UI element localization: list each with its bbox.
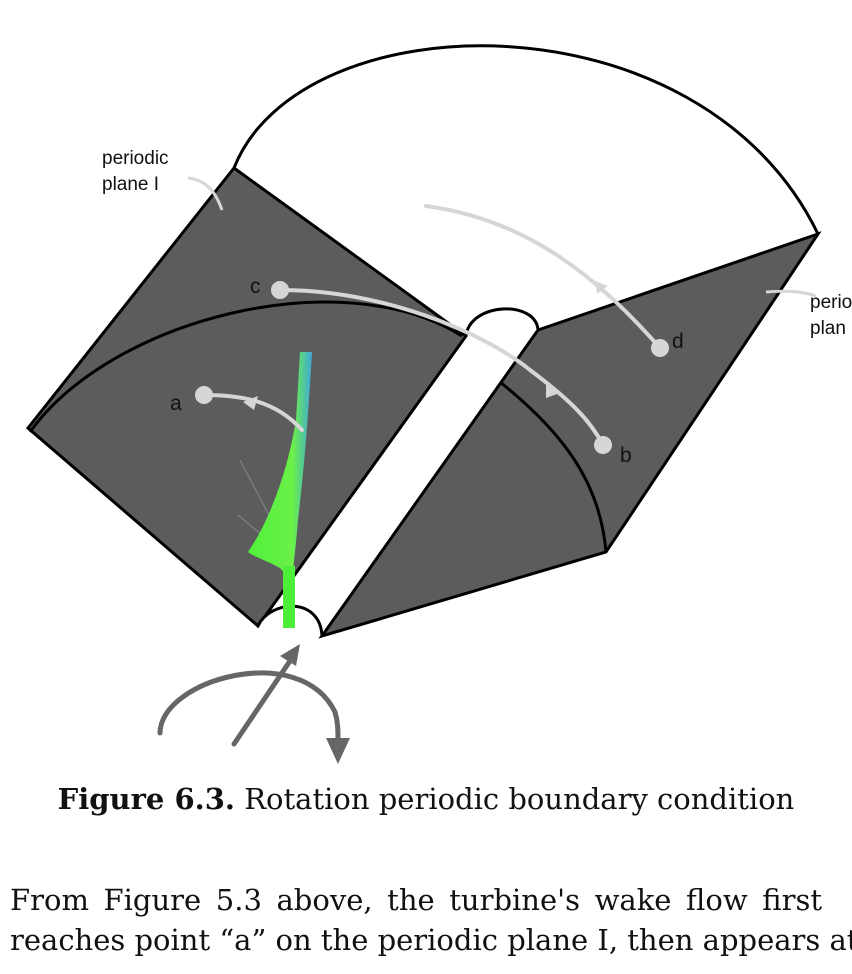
- point-c-label: c: [250, 275, 261, 298]
- plane-1-label-line2: plane I: [102, 174, 159, 195]
- periodic-domain-figure: periodic plane I perio plan a b c d: [25, 44, 852, 764]
- point-d-marker: [651, 339, 669, 357]
- arrow-head: [595, 281, 608, 294]
- streamline-points: [195, 281, 669, 454]
- arrow-head: [243, 396, 258, 410]
- body-paragraph: From Figure 5.3 above, the turbine's wak…: [10, 880, 852, 960]
- point-b-marker: [594, 436, 612, 454]
- streamline-d: [424, 204, 662, 350]
- point-b-label: b: [620, 444, 632, 467]
- arrow-head: [546, 384, 560, 398]
- rotation-arrow-head: [326, 738, 350, 764]
- figure-number: Figure 6.3.: [57, 782, 235, 816]
- point-c-marker: [271, 281, 289, 299]
- body-line: reaches point “a” on the periodic plane …: [10, 923, 852, 957]
- rotation-arrow-icon: [157, 644, 350, 764]
- rotation-arc: [157, 670, 341, 745]
- plane-1-label-line1: periodic: [102, 148, 169, 169]
- point-a-label: a: [170, 392, 182, 415]
- caption-text: Rotation periodic boundary condition: [235, 782, 795, 816]
- leader-line-plane-2: [765, 289, 817, 298]
- outer-boundary-arc: [232, 44, 820, 235]
- inner-arc-left: [28, 300, 463, 433]
- figure-caption: Figure 6.3. Rotation periodic boundary c…: [0, 782, 852, 816]
- point-a-marker: [195, 386, 213, 404]
- inner-arc-right: [499, 380, 608, 553]
- plane-2-label-line1: perio: [810, 292, 852, 313]
- streamline-cb: [278, 288, 605, 447]
- turbine-blade: [248, 352, 312, 580]
- plane-2-label-line2: plan: [810, 318, 846, 339]
- point-d-label: d: [672, 330, 684, 353]
- rotation-axis-head: [280, 644, 300, 666]
- body-line: From Figure 5.3 above, the turbine's wak…: [10, 883, 822, 917]
- turbine-shaft: [283, 566, 295, 628]
- rotation-axis-line: [231, 655, 295, 747]
- leader-line-plane-1: [187, 176, 224, 211]
- streamline-arrows: [243, 281, 608, 410]
- blade-shadow-line: [237, 514, 263, 536]
- hub-top-arc: [464, 307, 540, 337]
